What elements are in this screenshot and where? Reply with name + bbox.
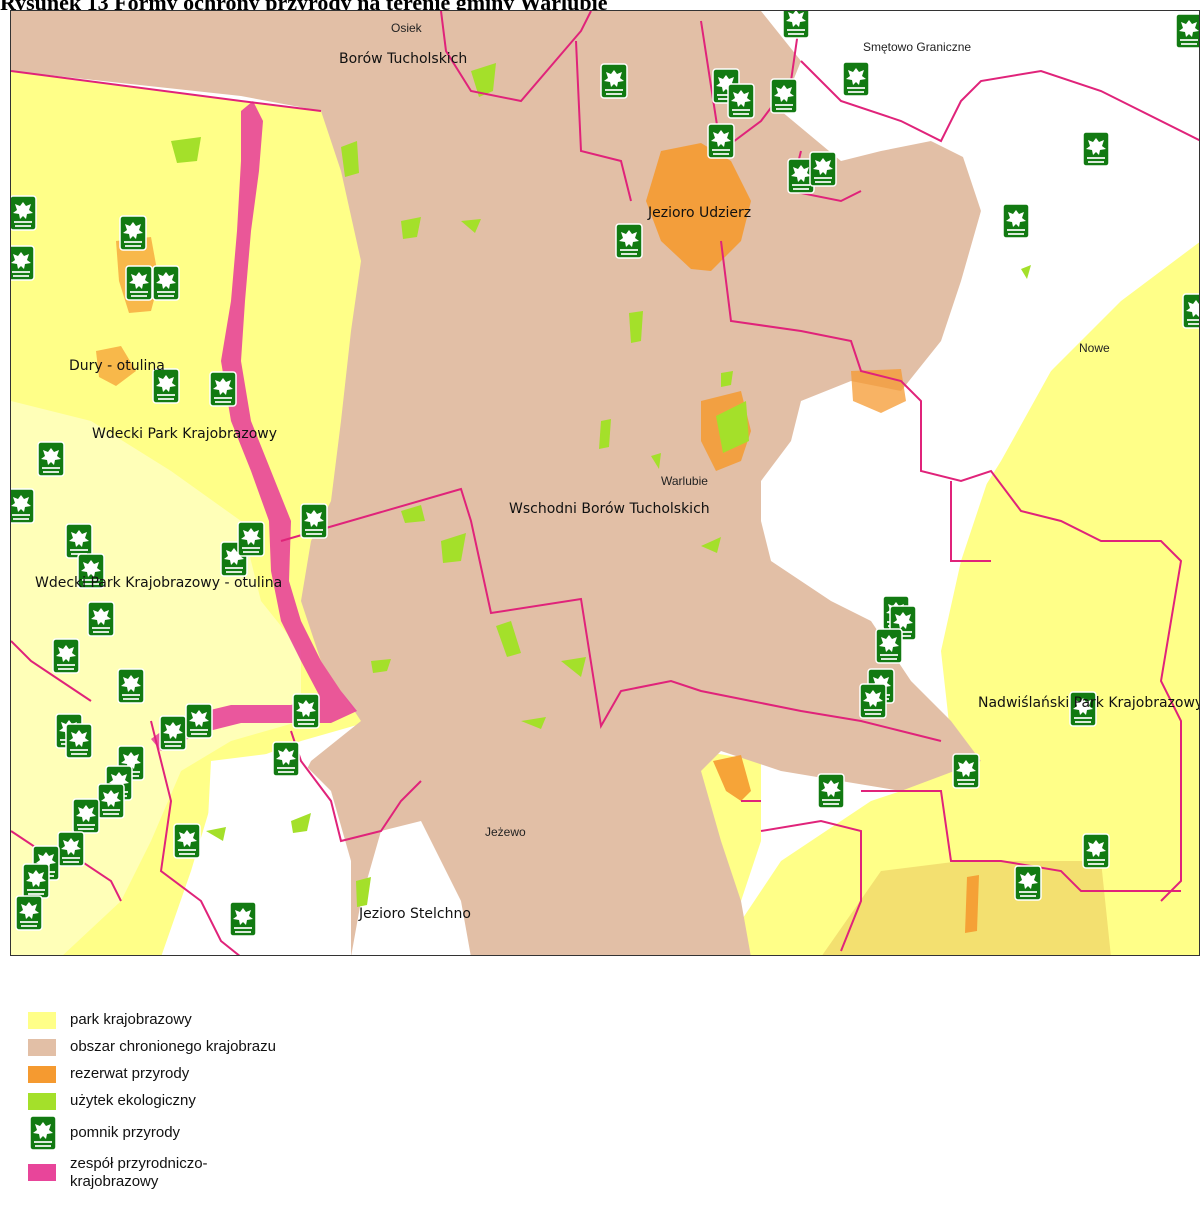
monument-icon bbox=[615, 223, 643, 259]
label-smetowo: Smętowo Graniczne bbox=[863, 40, 971, 54]
legend-item-monument: pomnik przyrody bbox=[24, 1115, 444, 1152]
monument-icon bbox=[1014, 865, 1042, 901]
label-wschodni: Wschodni Borów Tucholskich bbox=[509, 501, 710, 517]
legend-item-reserve: rezerwat przyrody bbox=[24, 1062, 444, 1089]
legend-swatch-reserve bbox=[28, 1066, 56, 1083]
monument-icon bbox=[292, 693, 320, 729]
map-legend: park krajobrazowy obszar chronionego kra… bbox=[24, 1008, 444, 1196]
protected-landscape-area bbox=[11, 11, 981, 955]
monument-icon bbox=[28, 1115, 58, 1151]
monument-icon bbox=[875, 628, 903, 664]
monument-icon bbox=[22, 863, 50, 899]
monument-icon bbox=[1175, 13, 1199, 49]
administrative-boundaries bbox=[11, 11, 1199, 955]
legend-item-eco-area: użytek ekologiczny bbox=[24, 1089, 444, 1116]
label-dury-otulina: Dury - otulina bbox=[69, 358, 165, 374]
monument-icon bbox=[72, 798, 100, 834]
label-wdecki-otulina: Wdecki Park Krajobrazowy - otulina bbox=[35, 575, 282, 591]
label-jezioro-udzierz: Jezioro Udzierz bbox=[647, 205, 751, 221]
monument-icon bbox=[1182, 293, 1199, 329]
reserve-east bbox=[851, 369, 906, 413]
legend-swatch-complex bbox=[28, 1164, 56, 1181]
monument-icon bbox=[952, 753, 980, 789]
monument-icon bbox=[97, 783, 125, 819]
label-warlubie: Warlubie bbox=[661, 474, 708, 488]
label-borow-tucholskich: Borów Tucholskich bbox=[339, 51, 467, 67]
monument-icon bbox=[37, 441, 65, 477]
legend-swatch-protected-landscape bbox=[28, 1039, 56, 1056]
monument-icon bbox=[173, 823, 201, 859]
monument-icon bbox=[707, 123, 735, 159]
monument-icon bbox=[87, 601, 115, 637]
monument-icon bbox=[65, 523, 93, 559]
monument-icon bbox=[1002, 203, 1030, 239]
reserve-dury bbox=[96, 346, 136, 386]
monument-icon bbox=[782, 11, 810, 39]
monument-icon bbox=[209, 371, 237, 407]
monument-icon bbox=[11, 488, 35, 524]
legend-label: obszar chronionego krajobrazu bbox=[70, 1038, 276, 1055]
legend-label: rezerwat przyrody bbox=[70, 1065, 190, 1082]
legend-label: użytek ekologiczny bbox=[70, 1092, 196, 1109]
monument-icon bbox=[817, 773, 845, 809]
monument-icon bbox=[600, 63, 628, 99]
complex-corridor bbox=[151, 101, 357, 751]
monument-icon bbox=[272, 741, 300, 777]
eco-areas bbox=[171, 63, 1031, 907]
monument-icon bbox=[119, 215, 147, 251]
monument-icon bbox=[125, 265, 153, 301]
park-east-area bbox=[722, 242, 1199, 955]
legend-item-park: park krajobrazowy bbox=[24, 1008, 444, 1035]
monument-icon bbox=[237, 521, 265, 557]
label-wdecki-park: Wdecki Park Krajobrazowy bbox=[92, 426, 277, 442]
reserve-udzierz bbox=[646, 143, 751, 271]
monument-icon bbox=[770, 78, 798, 114]
monument-icon bbox=[859, 683, 887, 719]
monument-icon bbox=[1082, 833, 1110, 869]
legend-label: pomnik przyrody bbox=[70, 1124, 181, 1141]
protection-map[interactable]: Osiek Borów Tucholskich Smętowo Graniczn… bbox=[10, 10, 1200, 956]
monument-icon bbox=[229, 901, 257, 937]
legend-label: park krajobrazowy bbox=[70, 1011, 192, 1028]
monument-icon bbox=[300, 503, 328, 539]
monument-icon bbox=[809, 151, 837, 187]
legend-label: zespół przyrodniczo-krajobrazowy bbox=[70, 1155, 208, 1190]
legend-item-protected-landscape: obszar chronionego krajobrazu bbox=[24, 1035, 444, 1062]
legend-swatch-eco-area bbox=[28, 1093, 56, 1110]
reserve-south bbox=[713, 755, 751, 801]
monument-icon bbox=[185, 703, 213, 739]
monument-icon bbox=[727, 83, 755, 119]
monument-icon bbox=[65, 723, 93, 759]
label-nowe: Nowe bbox=[1079, 341, 1110, 355]
monument-icon bbox=[152, 368, 180, 404]
monument-icon bbox=[57, 831, 85, 867]
monument-icon bbox=[11, 195, 37, 231]
monument-icon bbox=[842, 61, 870, 97]
monument-icon bbox=[52, 638, 80, 674]
monument-icon bbox=[152, 265, 180, 301]
label-jezewo: Jeżewo bbox=[485, 825, 526, 839]
monument-icon bbox=[11, 245, 35, 281]
label-osiek: Osiek bbox=[391, 21, 423, 35]
reserve-southeast bbox=[965, 875, 979, 933]
monument-icon bbox=[1082, 131, 1110, 167]
legend-swatch-park bbox=[28, 1012, 56, 1029]
legend-item-complex: zespół przyrodniczo-krajobrazowy bbox=[24, 1152, 444, 1196]
monument-icon bbox=[15, 895, 43, 931]
monument-icon bbox=[159, 715, 187, 751]
label-nadwislanski: Nadwiślański Park Krajobrazowy bbox=[978, 695, 1200, 711]
monument-icon bbox=[117, 668, 145, 704]
label-jezioro-stelchno: Jezioro Stelchno bbox=[358, 906, 471, 922]
